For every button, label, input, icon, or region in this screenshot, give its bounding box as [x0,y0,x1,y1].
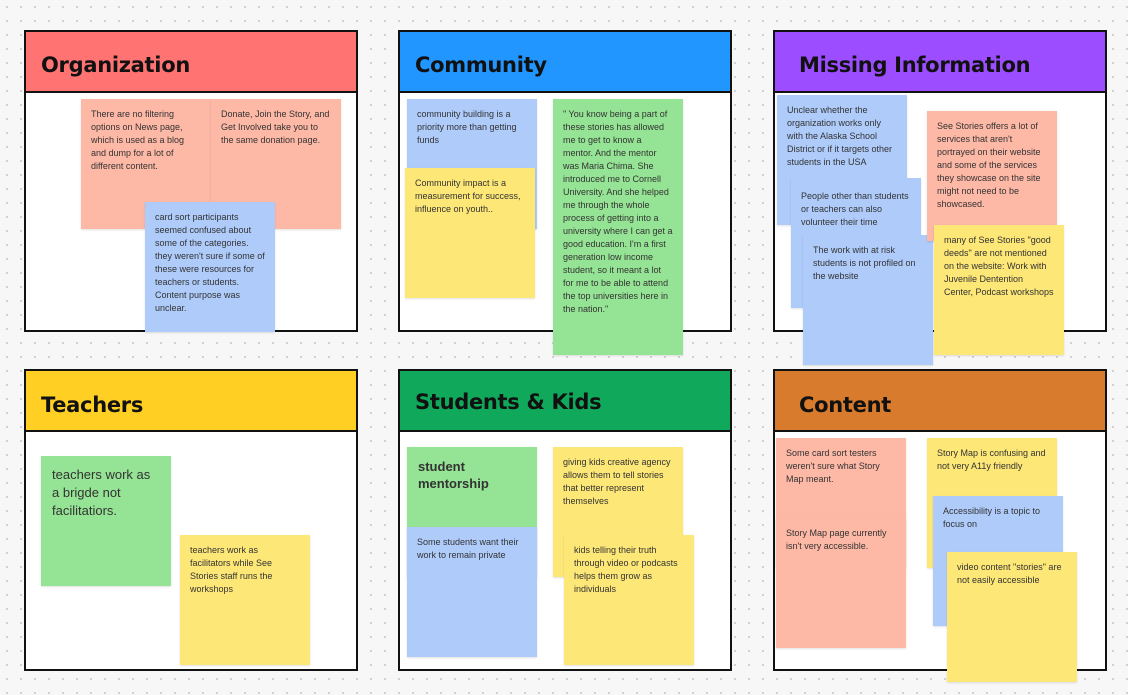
sticky-note[interactable]: Story Map page currently isn't very acce… [776,518,906,648]
sticky-note[interactable]: Some students want their work to remain … [407,527,537,657]
sticky-note[interactable]: See Stories offers a lot of services tha… [927,111,1057,241]
frame-header: Content [775,371,1105,432]
frame-title: Missing Information [799,53,1031,77]
sticky-note[interactable]: teachers work as facilitators while See … [180,535,310,665]
frame-header: Teachers [26,371,356,432]
frame-title: Organization [41,53,190,77]
sticky-note[interactable]: The work with at risk students is not pr… [803,235,933,365]
frame-header: Missing Information [775,32,1105,93]
frame-title: Students & Kids [415,390,602,414]
frame-header: Organization [26,32,356,93]
frame-title: Content [799,393,891,417]
frame-header: Students & Kids [400,371,730,432]
sticky-note[interactable]: Community impact is a measurement for su… [405,168,535,298]
frame-header: Community [400,32,730,93]
frame-title: Teachers [41,393,144,417]
frame-title: Community [415,53,547,77]
sticky-note[interactable]: kids telling their truth through video o… [564,535,694,665]
sticky-note[interactable]: video content "stories" are not easily a… [947,552,1077,682]
sticky-note[interactable]: " You know being a part of these stories… [553,99,683,355]
sticky-note[interactable]: many of See Stories "good deeds" are not… [934,225,1064,355]
sticky-note[interactable]: teachers work as a brigde not facilitati… [41,456,171,586]
sticky-note[interactable]: card sort participants seemed confused a… [145,202,275,332]
